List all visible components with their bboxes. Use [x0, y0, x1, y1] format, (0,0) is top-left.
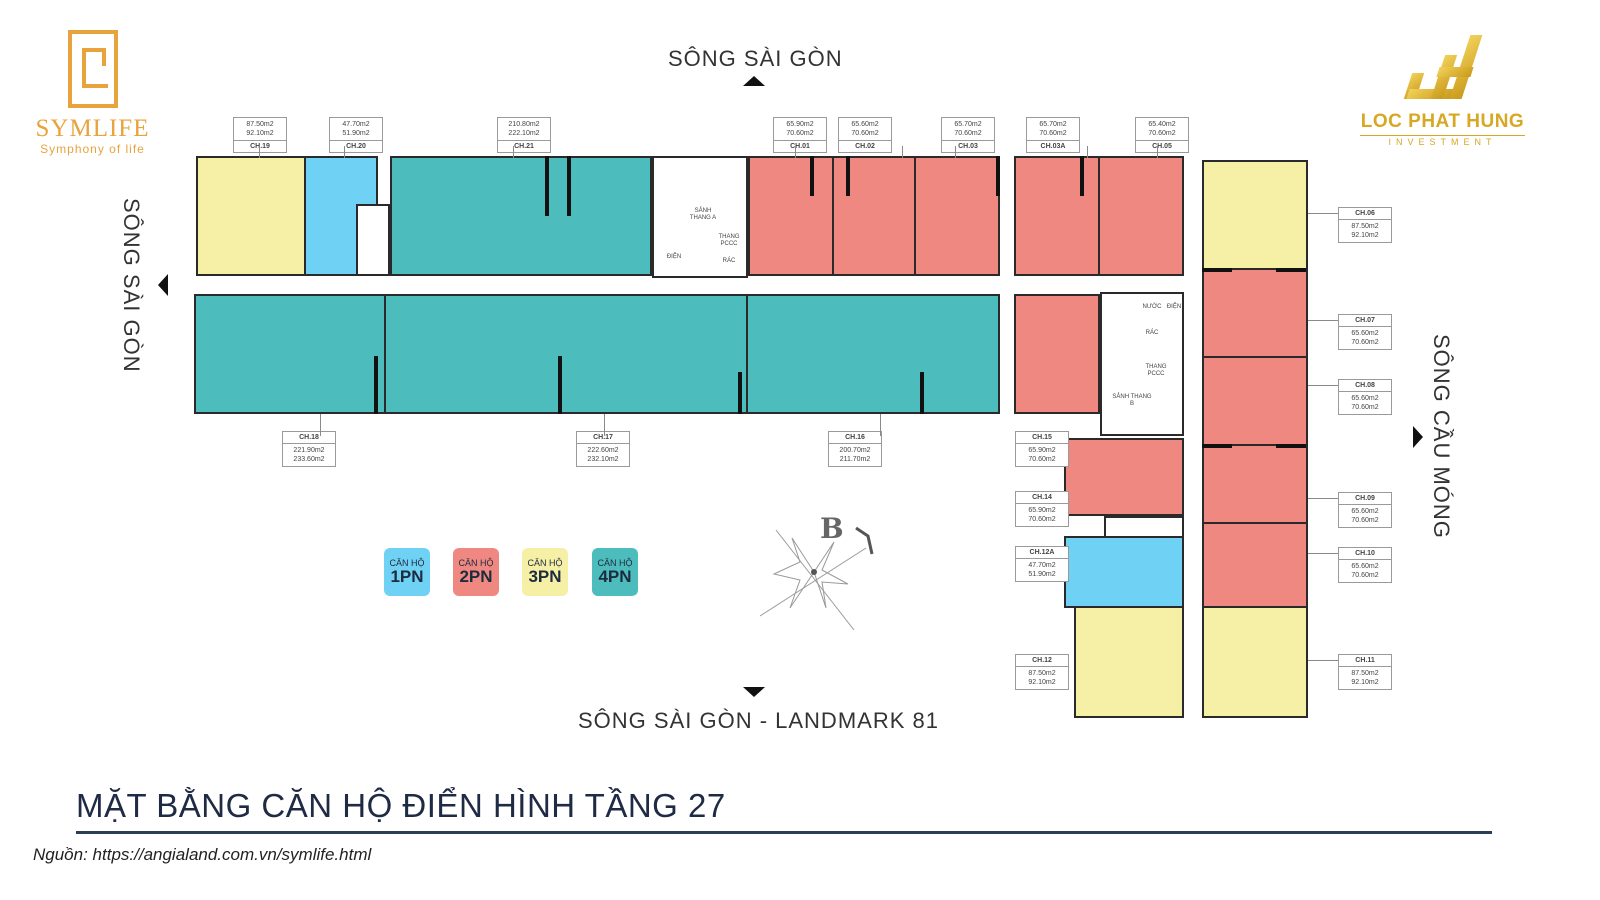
- unit-ch05[interactable]: [1098, 156, 1184, 276]
- core-b-electric-label: ĐIỆN: [1166, 304, 1182, 310]
- lph-name: LOC PHAT HUNG: [1360, 111, 1525, 132]
- core-b: SẢNH THANG B THANG PCCC RÁC NƯỚC ĐIỆN: [1100, 292, 1184, 436]
- unit-ch06[interactable]: [1202, 160, 1308, 270]
- unit-ch10[interactable]: [1202, 522, 1308, 608]
- core-b-water-label: NƯỚC: [1142, 304, 1162, 310]
- direction-right: SÔNG CẦU MÓNG: [1429, 334, 1454, 539]
- unit-ch12a[interactable]: [1064, 536, 1184, 608]
- unit-ch11[interactable]: [1202, 606, 1308, 718]
- lph-mark-icon: [1398, 35, 1488, 101]
- symlife-tagline: Symphony of life: [40, 142, 145, 156]
- unit-ch21[interactable]: [390, 156, 652, 276]
- lph-sub: INVESTMENT: [1360, 135, 1525, 147]
- source-credit: Nguồn: https://angialand.com.vn/symlife.…: [33, 845, 372, 864]
- unit-ch09[interactable]: [1202, 444, 1308, 524]
- arrow-down-icon: [743, 687, 765, 697]
- compass-north-label: B: [820, 512, 844, 545]
- unit-ch15[interactable]: [1014, 294, 1100, 414]
- unit-ch18[interactable]: [194, 294, 386, 414]
- unit-ch12[interactable]: [1074, 606, 1184, 718]
- unit-ch01[interactable]: [748, 156, 834, 276]
- title-divider: [76, 831, 1492, 834]
- stair-core-west: [356, 204, 390, 276]
- arrow-right-icon: [1413, 426, 1423, 448]
- core-b-trash-label: RÁC: [1145, 330, 1159, 336]
- core-a: SẢNH THANG A THANG PCCC RÁC ĐIỆN: [652, 156, 748, 278]
- unit-ch17[interactable]: [384, 294, 748, 414]
- compass-rose-icon: [759, 526, 874, 631]
- core-a-fire-stair-label: THANG PCCC: [718, 234, 740, 247]
- unit-ch16[interactable]: [746, 294, 1000, 414]
- unit-ch02[interactable]: [832, 156, 916, 276]
- direction-top: SÔNG SÀI GÒN: [668, 46, 843, 71]
- unit-ch08[interactable]: [1202, 356, 1308, 446]
- arrow-left-icon: [158, 274, 168, 296]
- core-a-lobby-label: SẢNH THANG A: [689, 208, 717, 221]
- symlife-mark-icon: [67, 30, 118, 108]
- unit-ch14[interactable]: [1064, 438, 1184, 516]
- core-a-trash-label: RÁC: [722, 258, 736, 264]
- stair-core-south: [1104, 516, 1184, 538]
- core-b-fire-stair-label: THANG PCCC: [1145, 364, 1167, 377]
- unit-ch03a[interactable]: [1014, 156, 1100, 276]
- direction-bottom: SÔNG SÀI GÒN - LANDMARK 81: [578, 708, 939, 733]
- unit-ch19[interactable]: [196, 156, 306, 276]
- arrow-up-icon: [743, 76, 765, 86]
- direction-left: SÔNG SÀI GÒN: [119, 198, 144, 373]
- compass: B: [756, 512, 876, 632]
- unit-ch03[interactable]: [914, 156, 1000, 276]
- symlife-name: SYMLIFE: [35, 115, 150, 142]
- page-title: MẶT BẰNG CĂN HỘ ĐIỂN HÌNH TẦNG 27: [76, 787, 726, 824]
- unit-ch07[interactable]: [1202, 268, 1308, 358]
- core-a-electric-label: ĐIỆN: [666, 254, 682, 260]
- core-b-lobby-label: SẢNH THANG B: [1112, 394, 1152, 407]
- symlife-logo: SYMLIFE Symphony of life: [30, 30, 155, 156]
- loc-phat-hung-logo: LOC PHAT HUNG INVESTMENT: [1350, 35, 1535, 147]
